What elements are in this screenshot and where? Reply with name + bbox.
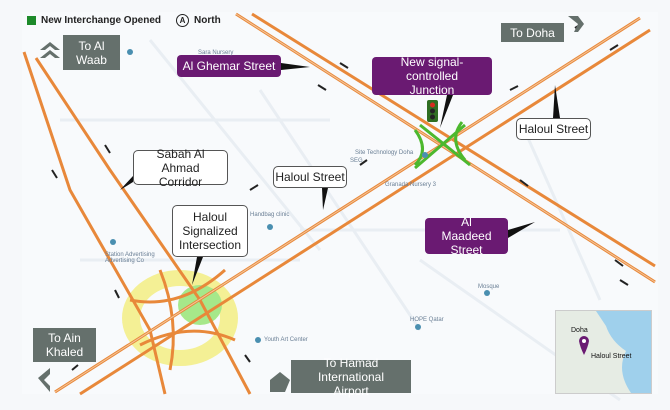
inset-city-label: Doha: [571, 327, 588, 334]
al-maadeed-street-label: Al Maadeed Street: [425, 215, 508, 257]
direction-chevron-icon: [270, 372, 290, 392]
haloul-street-label-mid: Haloul Street: [273, 166, 347, 188]
to-al-waab-sign: To Al Waab: [63, 35, 120, 70]
callout-pointers: [120, 63, 560, 285]
haloul-street-label-right: Haloul Street: [516, 118, 591, 140]
poi-label: Station Advertising Advertising Co: [105, 252, 155, 264]
poi-label: SEG: [350, 158, 363, 164]
sabah-road-1: [22, 51, 167, 395]
poi-label: Handbag clinic: [250, 212, 290, 218]
haloul-intersection-label: Haloul Signalized Intersection: [172, 205, 248, 257]
inset-locator-map: Doha Haloul Street: [555, 310, 652, 394]
poi-pins: [110, 49, 490, 343]
to-hamad-airport-sign: To Hamad International Airport: [291, 356, 411, 398]
poi-label: HOPE Qatar: [410, 317, 444, 323]
poi-label: Youth Art Center: [264, 337, 308, 343]
legend-interchange-label: New Interchange Opened: [41, 15, 162, 26]
poi-label: Granada Nursery 3: [385, 182, 437, 188]
north-arrow-icon: A: [176, 14, 190, 27]
direction-chevron-icon: [38, 368, 50, 392]
al-ghemar-maadeed-road-2: [251, 12, 656, 268]
junction-green-ramps: [413, 121, 471, 170]
direction-chevron-icon: [40, 42, 60, 50]
poi-label: Sara Nursery: [198, 50, 234, 56]
poi-label: Mosque: [478, 284, 500, 290]
traffic-arrows: [51, 22, 629, 371]
direction-chevron-icon: [568, 16, 584, 32]
new-junction-label: New signal-controlled Junction: [372, 55, 492, 97]
legend-north-label: North: [194, 15, 221, 26]
legend: New Interchange Opened A North: [27, 14, 221, 27]
to-ain-khaled-sign: To Ain Khaled: [33, 328, 96, 362]
poi-label: Site Technology Doha: [355, 150, 414, 156]
location-pin-icon: [579, 336, 589, 355]
inset-street-label: Haloul Street: [591, 353, 632, 360]
sabah-road-2: [34, 57, 252, 395]
al-ghemar-street-label: Al Ghemar Street: [177, 55, 281, 77]
interchange-legend-swatch: [27, 16, 36, 25]
to-doha-sign: To Doha: [501, 23, 564, 42]
traffic-light-icon: [427, 100, 438, 122]
sabah-corridor-label: Sabah Al Ahmad Corridor: [133, 147, 228, 189]
